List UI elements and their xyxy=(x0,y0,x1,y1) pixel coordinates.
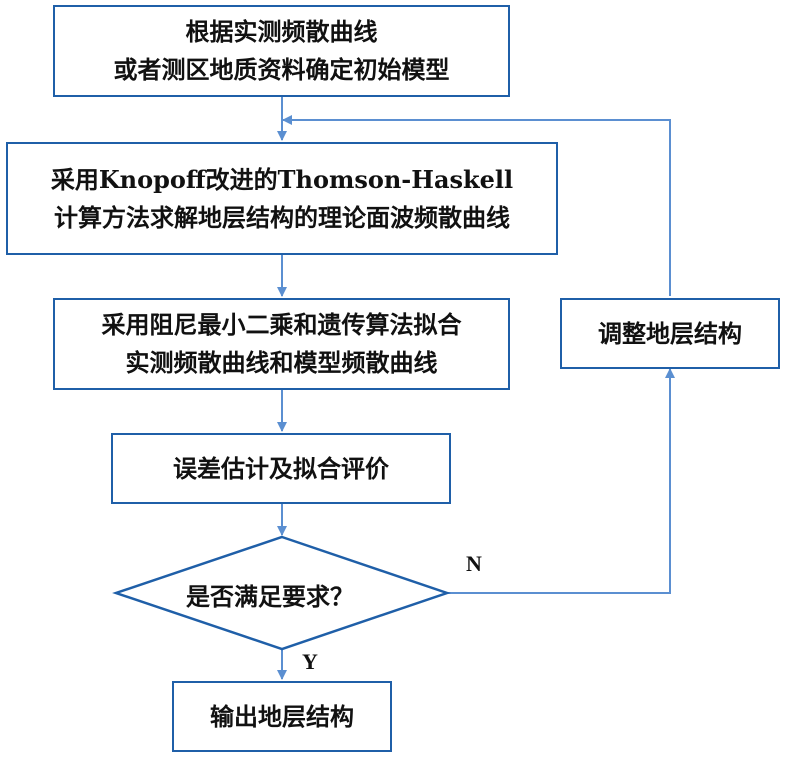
fit-curves-box: 采用阻尼最小二乘和遗传算法拟合 实测频散曲线和模型频散曲线 xyxy=(53,298,510,390)
output-structure-box: 输出地层结构 xyxy=(172,681,392,752)
compute-dispersion-line1: 采用Knopoff改进的Thomson-Haskell xyxy=(50,164,514,194)
adjust-structure-box: 调整地层结构 xyxy=(560,298,780,369)
fit-curves-line1: 采用阻尼最小二乘和遗传算法拟合 xyxy=(101,310,462,339)
compute-dispersion-line2: 计算方法求解地层结构的理论面波频散曲线 xyxy=(54,202,510,232)
edge-label-yes: Y xyxy=(302,649,318,674)
adjust-structure-label: 调整地层结构 xyxy=(598,318,742,348)
initial-model-line1: 根据实测频散曲线 xyxy=(185,17,378,46)
error-estimate-box: 误差估计及拟合评价 xyxy=(111,433,451,504)
arrow-adjust-to-compute-loop xyxy=(282,115,671,296)
initial-model-box: 根据实测频散曲线 或者测区地质资料确定初始模型 xyxy=(53,5,510,97)
decision-label: 是否满足要求？ xyxy=(186,582,354,611)
decision-diamond xyxy=(112,535,451,651)
edge-label-no: N xyxy=(466,551,482,576)
error-estimate-label: 误差估计及拟合评价 xyxy=(173,453,389,483)
compute-dispersion-box: 采用Knopoff改进的Thomson-Haskell 计算方法求解地层结构的理… xyxy=(6,142,558,255)
initial-model-line2: 或者测区地质资料确定初始模型 xyxy=(113,55,450,84)
arrow-decision-to-adjust xyxy=(447,368,675,594)
output-structure-label: 输出地层结构 xyxy=(210,701,354,731)
fit-curves-line2: 实测频散曲线和模型频散曲线 xyxy=(125,348,438,377)
